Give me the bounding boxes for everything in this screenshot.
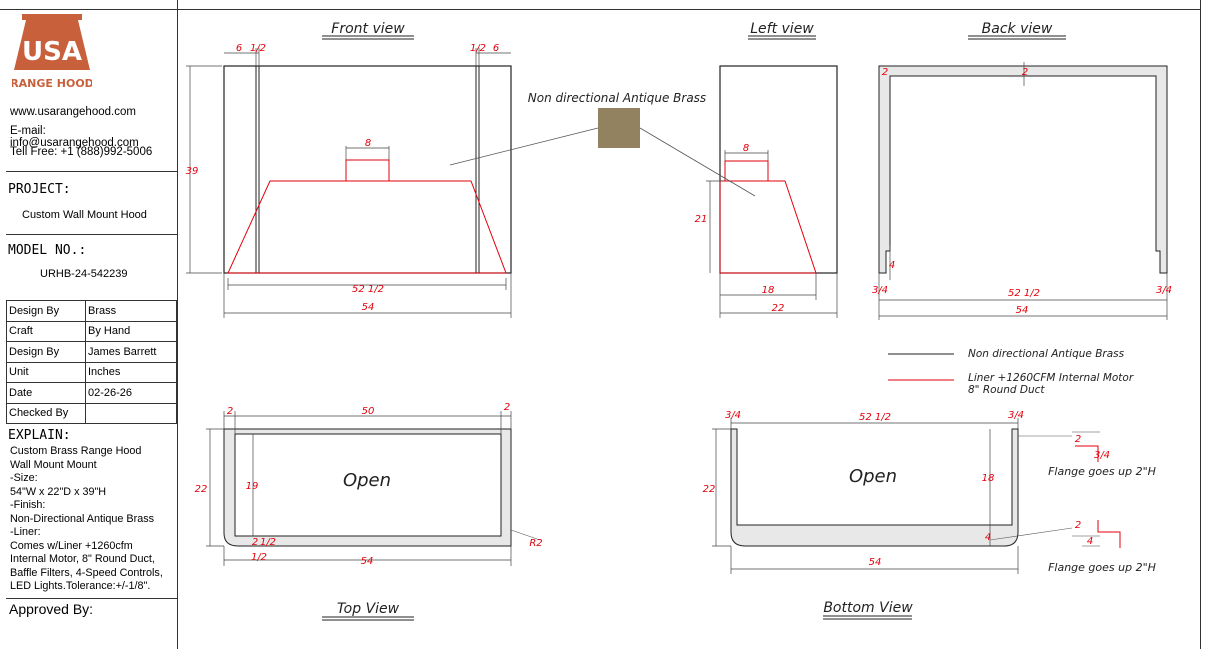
dim-bottom-width-54: 54 — [869, 557, 882, 568]
front-view — [223, 65, 599, 274]
dim-top-radius-r2: R2 — [529, 538, 542, 549]
dim-back-top-2: 2 — [1022, 67, 1028, 78]
top-border — [0, 9, 1200, 10]
usa-range-hood-logo: USA RANGE HOOD — [12, 14, 92, 90]
bottom-view-open-label: Open — [849, 466, 897, 487]
dim-top-left-2: 2 — [227, 406, 233, 417]
dim-bottom-4: 4 — [985, 532, 991, 543]
dim-top-width-54: 54 — [361, 556, 374, 567]
dim-back-52half: 52 1/2 — [1008, 288, 1040, 299]
bottom-view: Open — [730, 428, 1073, 547]
approved-by-label: Approved By: — [9, 601, 94, 617]
dim-bottom-left-3-4: 3/4 — [725, 410, 741, 421]
dim-back-width-54: 54 — [1016, 305, 1029, 316]
back-view — [878, 65, 1168, 274]
website-link[interactable]: www.usarangehood.com — [10, 106, 136, 118]
dim-flange-top-2: 2 — [1075, 434, 1081, 445]
dim-front-liner-52half: 52 1/2 — [352, 284, 384, 295]
dim-back-right-3-4: 3/4 — [1156, 285, 1172, 296]
dim-bottom-18: 18 — [982, 473, 995, 484]
flange-detail-bottom: 2 4 Flange goes up 2"H — [1048, 520, 1156, 574]
title-underlines — [322, 35, 1066, 621]
dim-top-50: 50 — [362, 406, 375, 417]
explain-text: Custom Brass Range Hood Wall Mount Mount… — [10, 445, 163, 592]
dim-front-left-6: 6 — [236, 43, 242, 54]
front-view-dimensions — [186, 48, 512, 318]
dim-top-bottom-2: 2 — [252, 537, 258, 548]
project-value: Custom Wall Mount Hood — [22, 209, 147, 221]
title-block: USA RANGE HOOD www.usarangehood.com E-ma… — [0, 0, 178, 649]
dim-front-width-54: 54 — [362, 302, 375, 313]
logo-rangehood-text: RANGE HOOD — [12, 77, 92, 90]
legend-brass-label: Non directional Antique Brass — [968, 348, 1125, 360]
model-value: URHB-24-542239 — [40, 268, 128, 280]
logo-usa-text: USA — [22, 37, 82, 67]
top-view-dimensions — [206, 411, 512, 566]
dim-left-depth-22: 22 — [772, 303, 785, 314]
phone-text: Tell Free: +1 (888)992-5006 — [10, 146, 153, 158]
legend-liner-label-1: Liner +1260CFM Internal Motor — [968, 372, 1134, 384]
explain-label: EXPLAIN: — [8, 428, 71, 443]
dim-bottom-depth-22: 22 — [703, 484, 716, 495]
dim-top-right-2: 2 — [504, 402, 510, 413]
flange-detail-top: 2 3/4 Flange goes up 2"H — [1048, 431, 1156, 478]
dim-top-bottom-half-2: 1/2 — [251, 552, 267, 563]
email-text: E-mail: info@usarangehood.com — [10, 125, 139, 149]
front-view-title: Front view — [331, 21, 405, 37]
dim-left-height-21: 21 — [695, 214, 708, 225]
dim-top-19: 19 — [246, 481, 259, 492]
dim-bottom-52half: 52 1/2 — [859, 412, 891, 423]
left-view-title: Left view — [750, 21, 814, 37]
top-view-title: Top View — [337, 601, 400, 617]
dim-left-18: 18 — [762, 285, 775, 296]
dim-front-duct-8: 8 — [365, 138, 371, 149]
dim-flange-top-3-4: 3/4 — [1094, 450, 1110, 461]
dim-flange-bottom-4: 4 — [1087, 536, 1093, 547]
left-view-dimensions — [706, 150, 838, 318]
right-border — [1200, 0, 1201, 649]
dim-top-bottom-half: 1/2 — [260, 537, 276, 548]
back-view-title: Back view — [982, 21, 1053, 37]
dim-back-top-left-2: 2 — [882, 67, 888, 78]
dim-top-depth-22: 22 — [195, 484, 208, 495]
divider — [6, 598, 177, 599]
top-view: Open — [223, 428, 541, 547]
dim-front-left-half: 1/2 — [250, 43, 266, 54]
dim-front-right-6: 6 — [493, 43, 499, 54]
legend: Non directional Antique Brass Liner +126… — [888, 348, 1134, 396]
brass-swatch-sheen — [598, 108, 640, 148]
divider — [6, 171, 177, 172]
brass-swatch — [598, 108, 640, 148]
dim-front-height-39: 39 — [186, 166, 199, 177]
dim-front-right-half: 1/2 — [470, 43, 486, 54]
dim-flange-bottom-2: 2 — [1075, 520, 1081, 531]
model-label: MODEL NO.: — [8, 243, 87, 258]
back-view-dimensions — [878, 62, 1168, 320]
flange-note-top: Flange goes up 2"H — [1048, 465, 1156, 478]
legend-liner-label-2: 8" Round Duct — [968, 384, 1045, 396]
finish-callout: Non directional Antique Brass — [528, 91, 706, 105]
dim-left-duct-8: 8 — [743, 143, 749, 154]
bottom-view-title: Bottom View — [823, 600, 913, 616]
top-view-open-label: Open — [343, 470, 391, 491]
bottom-view-dimensions — [712, 418, 1019, 574]
divider — [6, 234, 177, 235]
project-label: PROJECT: — [8, 182, 71, 197]
table-row: Checked By — [6, 402, 177, 424]
dim-back-left-3-4: 3/4 — [872, 285, 888, 296]
dim-bottom-right-3-4: 3/4 — [1008, 410, 1024, 421]
dim-back-4: 4 — [889, 260, 895, 271]
flange-note-bottom: Flange goes up 2"H — [1048, 561, 1156, 574]
